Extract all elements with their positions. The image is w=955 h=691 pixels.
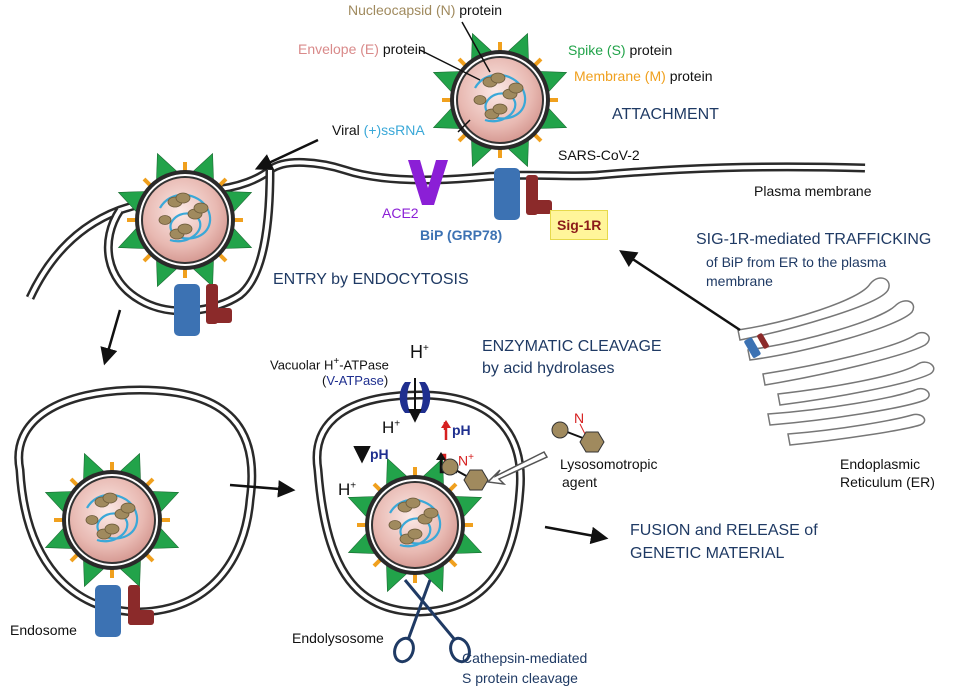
endosome-vesicle — [14, 385, 257, 617]
lysosomotropic-protonated-icon — [441, 458, 489, 491]
sig1r-endosome-icon — [128, 585, 154, 625]
h-plus-inside-1: H+ — [382, 418, 401, 437]
stage-trafficking-line1: SIG-1R-mediated TRAFFICKING — [696, 231, 932, 248]
n-label: N — [574, 410, 585, 426]
vatpase-label-line2: (V-ATPase) — [322, 373, 389, 388]
viral-rna-label: Viral (+)ssRNA — [332, 122, 425, 138]
envelope-label: Envelope (E) protein — [298, 41, 426, 57]
arrow-er-to-membrane — [619, 250, 741, 332]
h-plus-inside-2: H+ — [338, 480, 357, 499]
bip-label: BiP (GRP78) — [420, 227, 503, 243]
plasma-membrane-label: Plasma membrane — [754, 183, 872, 199]
er-stack-icon — [737, 277, 935, 446]
vatpase-label-line1: Vacuolar H+-ATPase — [270, 356, 389, 373]
bip-receptor-endosome-icon — [95, 585, 121, 637]
membrane-protein-label: Membrane (M) protein — [574, 68, 713, 84]
arrow-attach-to-entry — [254, 138, 319, 171]
lysosomotropic-label-line2: agent — [562, 474, 598, 490]
ace2-receptor-icon — [408, 160, 448, 205]
nucleocapsid-label: Nucleocapsid (N) protein — [348, 2, 503, 18]
er-label-line1: Endoplasmic — [840, 456, 921, 472]
ace2-label: ACE2 — [382, 205, 419, 221]
bip-receptor-icon — [494, 168, 520, 220]
stage-fusion-line2: GENETIC MATERIAL — [630, 545, 785, 562]
scissors-icon — [393, 579, 471, 664]
leader-lines — [419, 21, 491, 133]
stage-trafficking-line3: membrane — [706, 273, 773, 289]
virion-attachment — [431, 31, 569, 169]
sig1r-icon — [526, 175, 552, 215]
h-plus-top: H+ — [410, 342, 429, 362]
bip-receptor-entry-icon — [174, 284, 200, 336]
arrow-endosome-to-endolysosome — [229, 480, 296, 498]
sig1r-label: Sig-1R — [550, 210, 609, 241]
vatpase-channel-icon — [399, 382, 431, 413]
lysosomotropic-molecule-icon — [551, 421, 605, 453]
endolysosome-vesicle — [312, 390, 525, 617]
stage-enzymatic-line2: by acid hydrolases — [482, 360, 615, 377]
endosome-label: Endosome — [10, 622, 77, 638]
stage-enzymatic-line1: ENZYMATIC CLEAVAGE — [482, 338, 662, 355]
virion-entry — [116, 151, 254, 289]
ph-up-label: pH — [452, 422, 471, 438]
hollow-entry-arrow — [486, 451, 549, 486]
er-label-line2: Reticulum (ER) — [840, 474, 935, 490]
lysosomotropic-label-line1: Lysosomotropic — [560, 456, 658, 472]
sig1r-er-icon — [757, 333, 769, 349]
virus-name-label: SARS-CoV-2 — [558, 147, 640, 163]
arrow-to-fusion — [544, 525, 609, 545]
stage-attachment: ATTACHMENT — [612, 106, 719, 123]
sig1r-entry-icon — [206, 284, 232, 324]
bip-er-icon — [744, 337, 761, 358]
cathepsin-label-line2: S protein cleavage — [462, 670, 578, 686]
virion-endolysosome — [346, 456, 484, 594]
spike-label: Spike (S) protein — [568, 42, 673, 58]
n-plus-label: N+ — [458, 452, 474, 469]
ph-down-label: pH — [370, 446, 389, 462]
stage-entry: ENTRY by ENDOCYTOSIS — [273, 271, 469, 288]
endolysosome-label: Endolysosome — [292, 630, 384, 646]
virion-endosome — [43, 451, 181, 589]
stage-fusion-line1: FUSION and RELEASE of — [630, 522, 818, 539]
arrow-entry-to-endosome — [100, 309, 122, 366]
cathepsin-label-line1: Cathepsin-mediated — [462, 650, 588, 666]
stage-trafficking-line2: of BiP from ER to the plasma — [706, 254, 887, 270]
